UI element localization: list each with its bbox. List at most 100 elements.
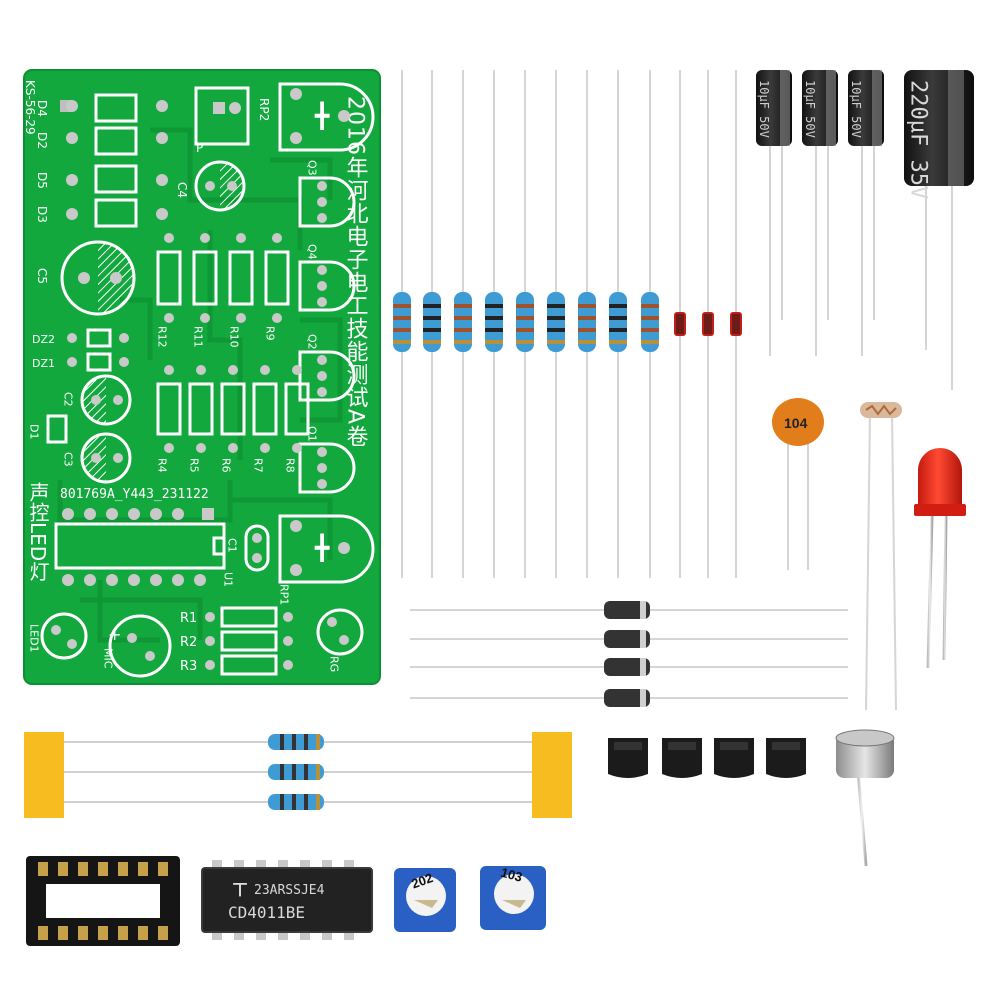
resistor-vertical [641, 70, 659, 578]
ic-pin [344, 930, 354, 940]
ic-pin [212, 860, 222, 870]
transistor-to92 [662, 738, 702, 900]
label-r6: R6 [220, 458, 233, 473]
svg-text:220µF 35V: 220µF 35V [906, 80, 931, 199]
label-r3: R3 [180, 659, 197, 674]
socket-pin [138, 926, 148, 940]
red-led [914, 448, 966, 669]
label-p: P [196, 141, 203, 155]
ic-pin [256, 930, 266, 940]
label-led1: LED1 [28, 624, 41, 653]
taped-resistors [24, 732, 572, 818]
label-q2: Q2 [306, 334, 319, 350]
transistor-group [608, 738, 806, 900]
socket-pin [118, 926, 128, 940]
socket-pin [38, 926, 48, 940]
svg-text:╋: ╋ [314, 101, 330, 130]
pcb-title-vertical: 2016年河北电子电工技能测试A卷 [343, 96, 369, 448]
label-r2: R2 [180, 635, 197, 650]
pcb-traces [57, 127, 343, 643]
electrolytic-capacitor-large: 220µF 35V [904, 70, 974, 390]
ic-pin [278, 860, 288, 870]
resistor-vertical [516, 70, 534, 578]
label-rg: RG [328, 656, 341, 672]
label-dz2: DZ2 [32, 333, 55, 346]
electret-microphone [835, 729, 895, 867]
diode-group-horizontal [410, 601, 848, 707]
resistor-taped [268, 794, 324, 810]
resistor-vertical [485, 70, 503, 578]
pcb-resistor-row-upper [156, 233, 290, 323]
socket-pin [98, 862, 108, 876]
label-q3: Q3 [306, 160, 319, 176]
label-c4: C4 [175, 182, 189, 198]
electrolytic-capacitor-small-1: 10µF 50V [756, 70, 792, 356]
svg-text:╋: ╋ [314, 533, 330, 562]
label-r4: R4 [156, 458, 169, 473]
socket-pin [78, 926, 88, 940]
label-c3: C3 [62, 452, 75, 467]
label-d2: D2 [35, 132, 49, 149]
diode-horizontal [410, 630, 848, 648]
transistor-to92 [714, 738, 754, 900]
label-c2: C2 [62, 392, 75, 407]
label-d1: D1 [28, 424, 41, 439]
resistor-vertical [393, 70, 411, 578]
svg-text:2016年河北电子电工技能测试A卷: 2016年河北电子电工技能测试A卷 [343, 96, 369, 448]
ic-pin [234, 860, 244, 870]
ic-pin [278, 930, 288, 940]
svg-text:CD4011BE: CD4011BE [228, 903, 305, 922]
diode-horizontal [410, 601, 848, 619]
socket-pin [58, 926, 68, 940]
ic-pin [300, 930, 310, 940]
svg-text:202: 202 [409, 870, 435, 892]
pcb-u1-footprint [54, 508, 226, 586]
ic-pin [344, 860, 354, 870]
svg-text:23ARSSJE4: 23ARSSJE4 [254, 883, 325, 898]
pcb-rp2-outline: ╋ [278, 82, 375, 152]
socket-pin [38, 862, 48, 876]
pcb-serial: 801769A_Y443_231122 [60, 487, 209, 502]
label-r11: R11 [192, 326, 205, 348]
svg-text:104: 104 [784, 415, 808, 431]
label-d5: D5 [35, 172, 49, 189]
trimmer-potentiometer-2: 103 [480, 865, 546, 930]
cd4011-ic: ㄒ 23ARSSJE4 CD4011BE [201, 860, 373, 940]
pcb-c1-outline [244, 524, 270, 572]
socket-pin [158, 926, 168, 940]
label-r7: R7 [252, 458, 265, 473]
socket-pin [158, 862, 168, 876]
socket-pin [98, 926, 108, 940]
resistor-vertical [609, 70, 627, 578]
label-rp2: RP2 [257, 98, 271, 121]
pcb-c2-c3-outline [46, 374, 132, 484]
socket-pin [58, 862, 68, 876]
label-r1: R1 [180, 611, 197, 626]
ic-pin [300, 860, 310, 870]
label-r12: R12 [156, 326, 169, 348]
pcb-zener-footprints [67, 328, 129, 372]
label-u1: U1 [222, 572, 235, 587]
pcb-c4-outline [194, 160, 246, 212]
ic-pin [234, 930, 244, 940]
pcb-product-name: 声控LED灯 [26, 482, 50, 582]
label-r9: R9 [264, 326, 277, 341]
electrolytic-capacitor-small-2: 10µF 50V [802, 70, 838, 356]
ic-pin [322, 860, 332, 870]
pcb-r1-r3-footprints [205, 606, 293, 676]
diode-horizontal [410, 658, 848, 676]
resistor-vertical [547, 70, 565, 578]
svg-text:10µF 50V: 10µF 50V [757, 80, 771, 138]
resistor-vertical [423, 70, 441, 578]
label-r8: R8 [284, 458, 297, 473]
label-c1: C1 [226, 538, 239, 553]
ic-pin [256, 860, 266, 870]
resistor-taped [268, 764, 324, 780]
pcb-rg-footprint [316, 608, 364, 656]
transistor-to92 [608, 738, 648, 900]
pcb-diode-pads-left [60, 93, 168, 228]
ceramic-capacitor: 104 [772, 398, 824, 570]
label-d3: D3 [35, 206, 49, 223]
pcb-resistor-row-lower [156, 365, 310, 453]
